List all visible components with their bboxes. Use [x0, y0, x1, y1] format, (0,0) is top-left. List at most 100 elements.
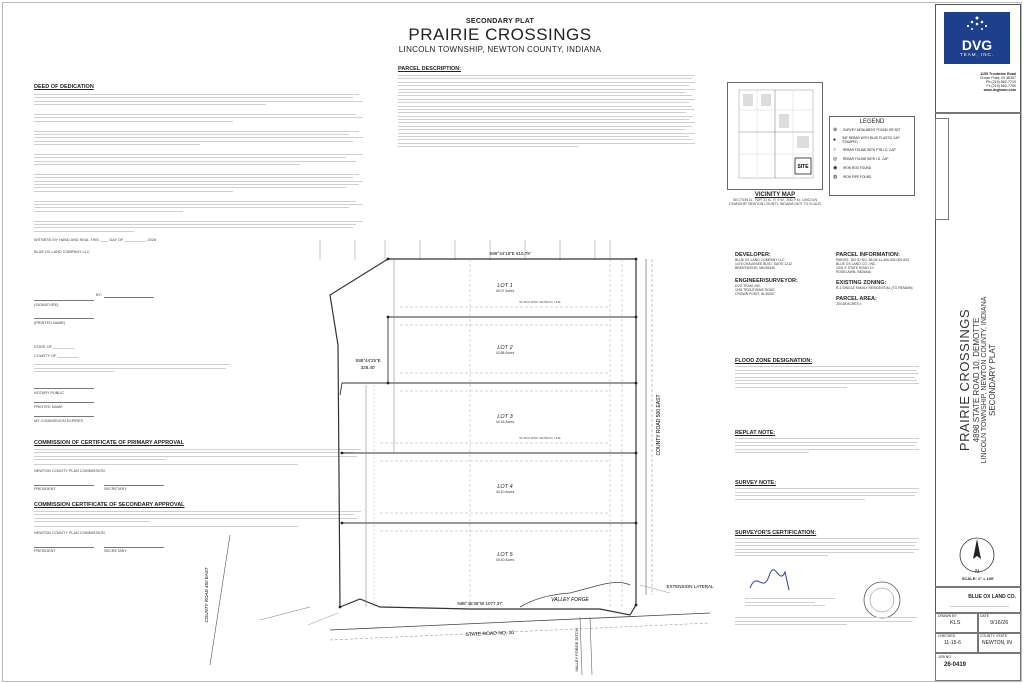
plat-drawing: S89°44'18"E 610.79' S88°44'25"E 328.40' … — [204, 240, 714, 675]
signature-label: (SIGNATURE) — [34, 303, 59, 307]
printed-label: PRINTED NAME — [34, 405, 63, 409]
lot-3: LOT 3 40.16 Acres — [475, 414, 535, 424]
setback-label: 50' BUILDING SETBACK LINE — [519, 436, 560, 440]
rebar-cap-icon: ○ — [833, 147, 837, 153]
county-road-west: COUNTY ROAD 450 EAST — [204, 566, 209, 622]
secondary-secretary: SECRETARY — [104, 549, 127, 554]
zoning-heading: EXISTING ZONING: — [836, 280, 887, 286]
secondary-plan-commission: NEWTON COUNTY PLAN COMMISSION — [34, 531, 105, 536]
setback-label: 50' BUILDING SETBACK LINE — [519, 300, 560, 304]
state-road: STATE ROAD NO. 10 — [466, 630, 515, 638]
parcel-info-block: PARCEL INFORMATION: PARCEL TAX ID NO. 56… — [836, 252, 926, 306]
county-road-east: COUNTY ROAD 500 EAST — [656, 394, 662, 455]
drain-note: VALLEY FORGE DITCH — [574, 628, 579, 672]
notary-label: NOTARY PUBLIC — [34, 391, 65, 395]
flood-zone: FLOOD ZONE DESIGNATION: — [735, 358, 921, 390]
lot-area: 40.16 Acres — [495, 420, 515, 424]
plat-header: SECONDARY PLAT PRAIRIE CROSSINGS LINCOLN… — [380, 18, 620, 54]
logo-mark-icon — [966, 16, 988, 30]
legend-item: ◉IRON ROD FOUND — [833, 165, 872, 171]
drawn-by-label: DRAWN BY — [938, 614, 957, 618]
date-value: 9/16/26 — [990, 620, 1009, 626]
vicinity-title: VICINITY MAP — [754, 192, 796, 198]
lot-5: LOT 5 40.10 Acres — [475, 552, 535, 562]
lot-2: LOT 2 43.88 Acres — [475, 345, 535, 355]
by-label: BY: — [96, 293, 102, 297]
dedication-heading: DEED OF DEDICATION — [34, 84, 94, 90]
parcel-area-heading: PARCEL AREA: — [836, 296, 877, 302]
plat-location: LINCOLN TOWNSHIP, NEWTON COUNTY, INDIANA — [398, 45, 602, 54]
secondary-heading: COMMISSION CERTIFICATE OF SECONDARY APPR… — [34, 502, 185, 508]
rebar-icon: ● — [833, 137, 837, 143]
surveyor-certification: SURVEYOR'S CERTIFICATION: — [735, 530, 921, 559]
flood-heading: FLOOD ZONE DESIGNATION: — [735, 358, 813, 364]
legend: LEGEND ⊕SURVEY MONUMENT FOUND OR SET ●5/… — [829, 116, 915, 196]
parcel-heading: PARCEL DESCRIPTION: — [398, 66, 462, 72]
scale-label: SCALE: 1" = 100' — [961, 576, 995, 581]
engineer-heading: ENGINEER/SURVEYOR: — [735, 278, 798, 284]
commission-label: MY COMMISSION EXPIRES — [34, 419, 84, 423]
lot-name: LOT 4 — [497, 484, 513, 490]
parcel-info-heading: PARCEL INFORMATION: — [836, 252, 900, 258]
lot-area: 43.88 Acres — [495, 351, 515, 355]
developer-block: DEVELOPER: BLUE OX LAND COMPANY LLC 1476… — [735, 252, 825, 296]
site-label: SITE — [797, 164, 809, 170]
subdivision-name: PRAIRIE CROSSINGS — [408, 25, 592, 44]
drawn-by: KLS — [950, 620, 961, 626]
primary-plan-commission: NEWTON COUNTY PLAN COMMISSION — [34, 469, 105, 474]
owner-name: BLUE OX LAND COMPANY LLC — [34, 249, 90, 254]
vicinity-map: SITE — [727, 82, 823, 190]
company-logo: DVG TEAM, INC. — [944, 12, 1010, 64]
primary-approval: COMMISSION OF CERTIFICATE OF PRIMARY APP… — [34, 440, 364, 493]
extension-lateral: EXTENSION LATERAL — [667, 584, 714, 589]
date-label: DATE — [980, 614, 990, 618]
lot-name: LOT 1 — [497, 283, 513, 289]
company-address: 1155 Troutwine Road Crown Point, IN 4630… — [979, 72, 1016, 92]
primary-secretary: SECRETARY — [104, 487, 127, 492]
south-bearing: N88°46'36"W 1077.37' — [457, 601, 502, 606]
north-bearing: S89°44'18"E 610.79' — [489, 251, 530, 256]
county-state-value: NEWTON, IN — [982, 640, 1012, 646]
legend-title: LEGEND — [859, 119, 885, 125]
lot2-distance: 328.40' — [361, 365, 376, 370]
plat-type: SECONDARY PLAT — [465, 18, 535, 25]
witness-line: WITNESS MY HAND AND SEAL THIS ____ DAY O… — [34, 237, 156, 242]
monument-icon: ⊕ — [833, 127, 838, 133]
north-arrow-icon: N — [959, 537, 995, 575]
lot-4: LOT 4 40.10 Acres — [475, 484, 535, 494]
vicinity-caption: VICINITY MAP SECTION 11, TWP. 31 N., R. … — [727, 192, 823, 206]
checked-label: CHECKED — [938, 634, 956, 638]
lot-name: LOT 5 — [497, 552, 513, 558]
printed-name-label: (PRINTED NAME) — [34, 321, 66, 325]
survey-note: SURVEY NOTE: — [735, 480, 921, 502]
checked-value: 11-15-6 — [944, 640, 961, 646]
surveyor-heading: SURVEYOR'S CERTIFICATION: — [735, 530, 817, 536]
survey-heading: SURVEY NOTE: — [735, 480, 777, 486]
company-sub: TEAM, INC. — [959, 52, 994, 57]
parcel-description: PARCEL DESCRIPTION: — [398, 66, 698, 150]
county-label: COUNTY OF __________ — [34, 354, 79, 358]
revision-column — [935, 118, 949, 220]
lot-name: LOT 2 — [497, 345, 513, 351]
lot-area: 40.10 Acres — [495, 490, 515, 494]
legend-item: ◍IRON PIPE FOUND — [833, 174, 872, 180]
developer-heading: DEVELOPER: — [735, 252, 771, 258]
state-label: STATE OF __________ — [34, 345, 75, 349]
rebar-id-icon: ◎ — [833, 156, 838, 162]
company-name: DVG — [961, 37, 993, 53]
valley-forge: VALLEY FORGE — [551, 597, 589, 603]
client-name: BLUE OX LAND CO. — [968, 594, 1016, 600]
dedication-text — [34, 94, 366, 232]
secondary-approval: COMMISSION CERTIFICATE OF SECONDARY APPR… — [34, 502, 364, 555]
legend-item: ◎REBAR FOUND WITH I.D. CAP — [833, 156, 889, 162]
legend-item: ⊕SURVEY MONUMENT FOUND OR SET — [833, 127, 901, 133]
replat-note: REPLAT NOTE: — [735, 430, 921, 455]
lot-area: 40.10 Acres — [495, 558, 515, 562]
replat-heading: REPLAT NOTE: — [735, 430, 776, 436]
left-column: DEED OF DEDICATION WITNESS MY HAND AND S… — [34, 84, 366, 254]
county-state-label: COUNTY, STATE — [980, 634, 1008, 638]
lot2-bearing: S88°44'25"E — [355, 358, 380, 363]
vicinity-sub: SECTION 11, TWP. 31 N., R. 9 W., 2ND P.M… — [728, 198, 822, 207]
iron-pipe-icon: ◍ — [833, 174, 838, 180]
